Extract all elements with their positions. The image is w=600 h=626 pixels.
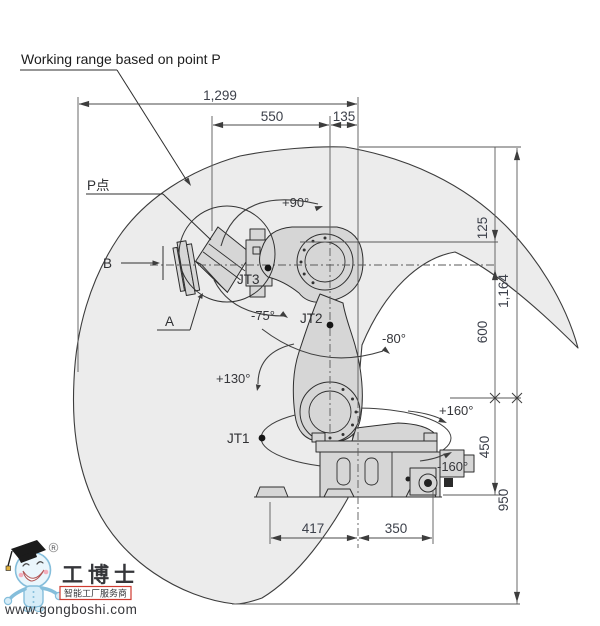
dim-overall-width: 1,299 (203, 88, 237, 103)
dim-rear-reach: 417 (302, 521, 325, 536)
dim-wrist-to-axis: 135 (333, 109, 356, 124)
jt1-dot (258, 434, 266, 442)
leader-lines (20, 69, 212, 331)
jt2-plus-arc (257, 343, 295, 385)
dim-upper-reach: 550 (261, 109, 284, 124)
extension-lines (77, 97, 521, 605)
logo-tagline: 智能工厂服务商 (64, 588, 127, 599)
registered-mark-icon (48, 542, 59, 553)
diagram-title: Working range based on point P (21, 51, 221, 67)
jt3-minus-arrowhead (280, 311, 288, 318)
labels: Working range based on point P 1,299 550… (21, 51, 511, 536)
jt3-plus-arrowhead (314, 206, 323, 212)
a-leader-arrowhead (197, 293, 203, 299)
dim-upper-height: 600 (475, 321, 490, 344)
label-jt1: JT1 (227, 431, 250, 446)
dim-front-reach: 350 (385, 521, 408, 536)
jt2-dot (326, 321, 334, 329)
label-b: B (103, 256, 112, 271)
jt1-plus-arc (407, 410, 442, 420)
angle-jt1-plus: +160° (439, 403, 473, 418)
base-assembly (254, 432, 475, 498)
angle-jt2-minus: -80° (382, 331, 406, 346)
jt3-plus-arc (220, 199, 319, 247)
dim-below-base-reach: 950 (496, 489, 511, 512)
dim-reach-height: 1,164 (496, 274, 511, 308)
label-jt2: JT2 (300, 311, 323, 326)
joint-motion-arcs (213, 199, 452, 462)
title-leader-arrowhead (184, 177, 191, 186)
label-p-point: P点 (87, 178, 110, 193)
jt1-minus-arrowhead (443, 452, 452, 459)
oblique-ticks (489, 392, 523, 404)
jt2-minus-arc (261, 328, 384, 359)
wrist-assembly (172, 226, 252, 296)
logo-tagline-box (59, 585, 132, 601)
jt1-minus-arc (419, 453, 446, 462)
jt2-plus-arrowhead (255, 384, 261, 391)
gongboshi-logo: R 工博士 智能工厂服务商 www.gongboshi.com (3, 540, 140, 617)
dim-base-height: 450 (477, 436, 492, 459)
jt3-dot (264, 264, 272, 272)
mascot (3, 540, 64, 613)
dimension-lines (78, 100, 523, 603)
label-a: A (165, 314, 174, 329)
detail-circle-a (178, 205, 276, 303)
jt1-plus-arrowhead (438, 417, 447, 423)
angle-jt1-minus: -160° (437, 459, 468, 474)
b-arrowhead (152, 260, 160, 266)
angle-jt2-plus: +130° (216, 371, 250, 386)
base-link (351, 422, 437, 442)
joint-markers (258, 264, 334, 442)
registered-mark-letter: R (51, 546, 56, 552)
graduation-cap (11, 540, 46, 560)
angle-jt3-plus: +90° (282, 195, 309, 210)
jt3-minus-arc (213, 279, 285, 317)
logo-brand: 工博士 (62, 563, 140, 587)
logo-website: www.gongboshi.com (4, 602, 137, 617)
jt2-minus-arrowhead (381, 346, 390, 354)
dim-wrist-offset: 125 (475, 217, 490, 240)
label-jt3: JT3 (237, 272, 260, 287)
angle-jt3-minus: -75° (251, 308, 275, 323)
